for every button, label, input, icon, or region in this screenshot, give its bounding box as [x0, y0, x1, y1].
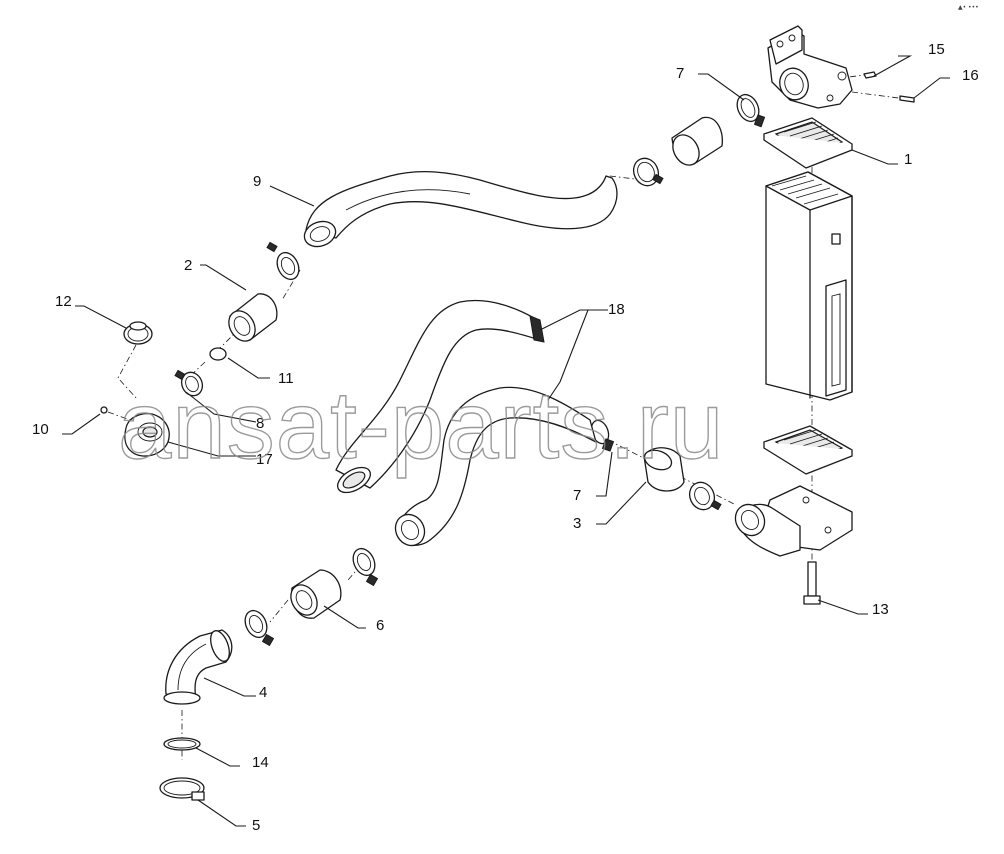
corner-mark: ▲• •••: [958, 4, 979, 11]
short-hose-part-3: [643, 447, 685, 492]
callout-12: 12: [55, 293, 72, 310]
leader-lines: [62, 55, 950, 827]
callout-16: 16: [962, 67, 979, 84]
hose-clamp-part-8: [174, 369, 204, 397]
callout-2: 2: [184, 257, 192, 274]
grille-plate-part-1: [763, 117, 853, 169]
callout-10: 10: [32, 421, 49, 438]
grille-plate-lower: [763, 425, 853, 475]
elbow-part-4: [163, 629, 233, 705]
callout-3: 3: [573, 515, 581, 532]
bolt-part-13: [803, 561, 821, 605]
bottom-outlet-housing: [734, 485, 853, 557]
clamp-ring-part-12: [123, 321, 153, 345]
top-inlet-housing: [767, 25, 853, 109]
callout-labels: 9 2 12 11 10 8 17 7 15 16 1 18 7 3 13 6 …: [32, 41, 979, 834]
band-clamp-part-5: [159, 777, 205, 801]
hose-clamp-mid: [352, 547, 379, 587]
callout-15: 15: [928, 41, 945, 58]
o-ring-part-14: [163, 737, 201, 751]
callout-1: 1: [904, 151, 912, 168]
short-hose-top: [671, 116, 723, 166]
plug-part-11: [209, 347, 227, 361]
callout-18: 18: [608, 301, 625, 318]
watermark-text: ansat-parts.ru: [118, 372, 724, 479]
pipe-part-18-lower: [394, 386, 597, 547]
pipe-part-18-upper: [335, 300, 545, 494]
callout-8: 8: [256, 415, 264, 432]
bolt-part-16: [899, 95, 915, 103]
callout-7-top: 7: [676, 65, 684, 82]
hose-clamp-upper: [632, 157, 664, 187]
radiator-core: [765, 171, 853, 401]
short-hose-part-2: [228, 293, 278, 342]
hose-clamp-near-2: [266, 241, 300, 281]
plug-part-10: [100, 406, 108, 414]
callout-7-lower: 7: [573, 487, 581, 504]
callout-13: 13: [872, 601, 889, 618]
callout-5: 5: [252, 817, 260, 834]
hose-clamp-below-6: [244, 609, 275, 647]
hose-clamp-part-7-top: [736, 93, 766, 128]
callout-14: 14: [252, 754, 269, 771]
short-hose-part-6: [290, 569, 342, 619]
callout-4: 4: [259, 684, 267, 701]
hose-clamp-part-7-lower: [590, 419, 615, 452]
bolt-part-15: [863, 71, 877, 79]
callout-6: 6: [376, 617, 384, 634]
connector-part-17: [124, 412, 170, 457]
callout-11: 11: [278, 370, 294, 387]
pipe-upper-part-9: [303, 170, 618, 248]
hose-clamp-lower-right: [688, 481, 722, 511]
callout-9: 9: [253, 173, 261, 190]
callout-17: 17: [256, 451, 273, 468]
